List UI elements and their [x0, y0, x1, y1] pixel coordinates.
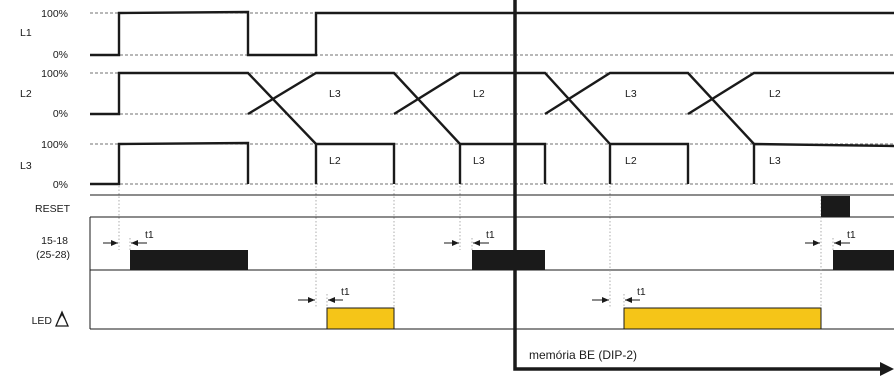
l3-waveform-seg2 — [314, 142, 396, 184]
relay-label-line2: (25-28) — [36, 249, 70, 261]
relay-bar-3 — [833, 250, 894, 270]
l1-channel-label: L1 — [20, 27, 32, 39]
memory-arrowhead — [880, 362, 894, 376]
l3-wave-label-a: L2 — [329, 155, 341, 167]
l2-channel-label: L2 — [20, 88, 32, 100]
led-bar-1 — [326, 307, 395, 330]
t1-bracket-lines — [129, 238, 834, 308]
warning-triangle-icon — [55, 310, 69, 327]
l1-bottom-pct: 0% — [53, 49, 68, 61]
l3-wave-label-b: L3 — [473, 155, 485, 167]
l3-top-pct: 100% — [41, 139, 68, 151]
l2-top-pct: 100% — [41, 68, 68, 80]
reset-label: RESET — [35, 203, 71, 215]
memory-label: memória BE (DIP-2) — [529, 348, 637, 362]
l3-bottom-pct: 0% — [53, 179, 68, 191]
t1-label-2: t1 — [486, 229, 495, 241]
l3-waveform — [90, 141, 250, 186]
l3-waveform-seg4 — [608, 142, 690, 184]
led-bar-2 — [623, 307, 822, 330]
relay-bar-1 — [130, 250, 248, 270]
t1-label-1: t1 — [145, 229, 154, 241]
l3-waveform-seg3 — [458, 142, 547, 184]
memory-bracket-line — [513, 0, 889, 371]
relay-bar-2 — [472, 250, 545, 270]
t1-label-3: t1 — [847, 229, 856, 241]
l2-wave-label-d: L2 — [769, 88, 781, 100]
led-label: LED — [32, 315, 53, 327]
t1-markers — [103, 240, 850, 303]
reset-pulse — [821, 196, 850, 217]
l3-channel-label: L3 — [20, 160, 32, 172]
l2-waveform-seg4 — [544, 71, 755, 145]
l3-wave-label-c: L2 — [625, 155, 637, 167]
l2-waveform-seg3 — [393, 71, 611, 145]
led-bars — [326, 307, 822, 330]
l3-wave-label-d: L3 — [769, 155, 781, 167]
l3-waveform-seg5 — [752, 142, 894, 184]
l2-bottom-pct: 0% — [53, 108, 68, 120]
l2-waveform-seg5 — [687, 71, 894, 116]
l2-wave-label-a: L3 — [329, 88, 341, 100]
relay-bars — [130, 250, 894, 270]
event-lines — [118, 144, 822, 308]
l1-top-pct: 100% — [41, 8, 68, 20]
l2-wave-label-b: L2 — [473, 88, 485, 100]
l2-wave-label-c: L3 — [625, 88, 637, 100]
t1-label-5: t1 — [637, 286, 646, 298]
l2-waveform — [90, 71, 317, 145]
t1-label-4: t1 — [341, 286, 350, 298]
l1-waveform — [90, 10, 894, 57]
l2-waveform-seg2 — [247, 71, 461, 145]
relay-label-line1: 15-18 — [41, 235, 68, 247]
